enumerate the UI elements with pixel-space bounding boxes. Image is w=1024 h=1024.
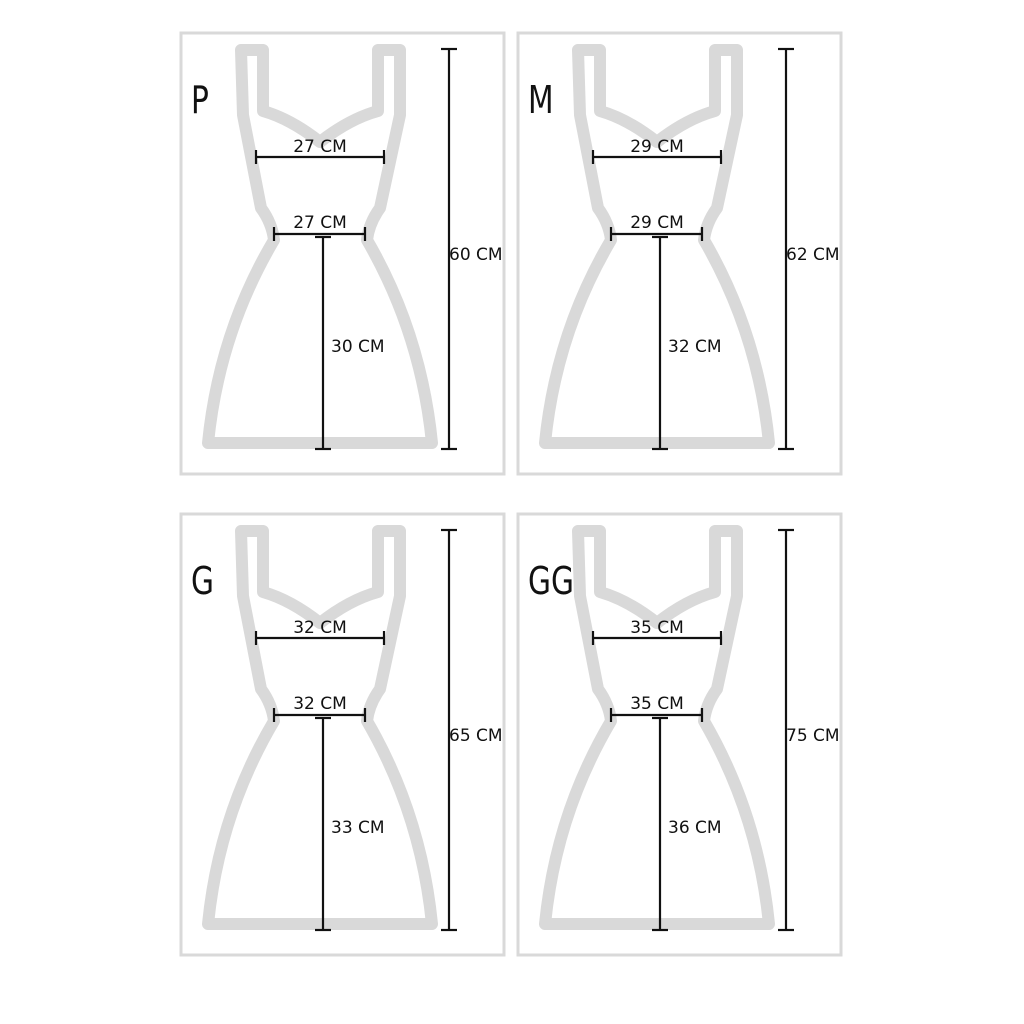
- panel-frame: [516, 512, 843, 957]
- dress-outline: [202, 525, 438, 930]
- total-value: 75 CM: [786, 726, 840, 746]
- bust-value: 27 CM: [293, 137, 347, 157]
- panel-frame: [179, 31, 506, 476]
- bust-value: 29 CM: [630, 137, 684, 157]
- size-label: P: [191, 78, 209, 123]
- skirt-value: 36 CM: [668, 818, 722, 838]
- panel-frame: [179, 512, 506, 957]
- skirt-value: 30 CM: [331, 337, 385, 357]
- size-label: G: [191, 559, 214, 604]
- waist-value: 29 CM: [630, 213, 684, 233]
- size-panel-m: M 29 CM 29 CM 32 CM 62 CM: [516, 31, 843, 476]
- skirt-value: 32 CM: [668, 337, 722, 357]
- bust-value: 32 CM: [293, 618, 347, 638]
- bust-value: 35 CM: [630, 618, 684, 638]
- panel-frame: [516, 31, 843, 476]
- total-value: 62 CM: [786, 245, 840, 265]
- size-panel-gg: GG 35 CM 35 CM 36 CM 75 CM: [516, 512, 843, 957]
- waist-value: 35 CM: [630, 694, 684, 714]
- dress-outline: [202, 44, 438, 449]
- dress-outline: [539, 44, 775, 449]
- skirt-value: 33 CM: [331, 818, 385, 838]
- waist-value: 32 CM: [293, 694, 347, 714]
- dress-outline: [539, 525, 775, 930]
- size-label: M: [528, 78, 554, 123]
- total-value: 60 CM: [449, 245, 503, 265]
- size-panel-p: P 27 CM 27 CM 30 CM 60 CM: [179, 31, 506, 476]
- waist-value: 27 CM: [293, 213, 347, 233]
- total-value: 65 CM: [449, 726, 503, 746]
- size-label: GG: [528, 559, 574, 604]
- size-panel-g: G 32 CM 32 CM 33 CM 65 CM: [179, 512, 506, 957]
